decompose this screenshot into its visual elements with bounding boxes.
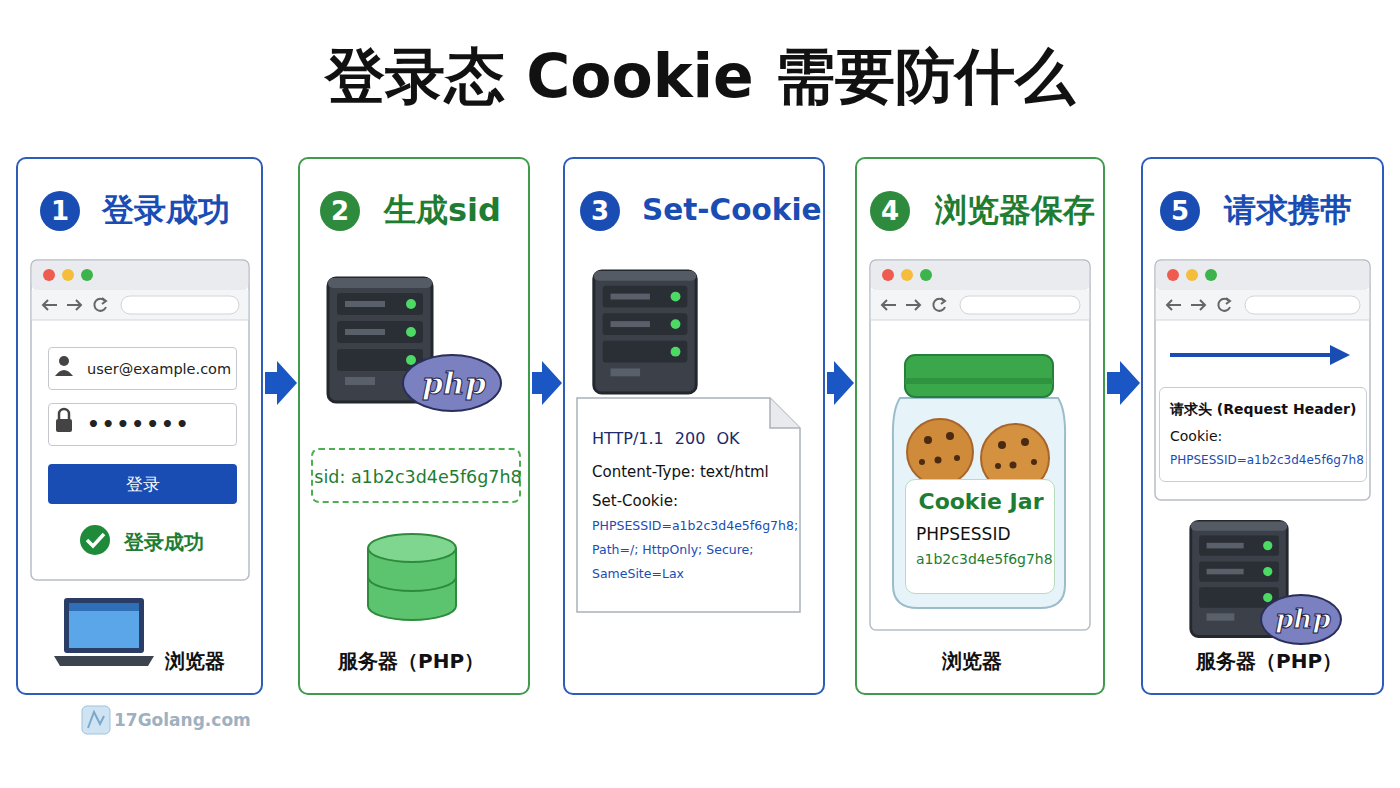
input-field: ••••••• bbox=[48, 403, 237, 446]
login-button: 登录 bbox=[48, 464, 237, 504]
header-line: Content-Type: text/html bbox=[592, 462, 797, 482]
header-title: 请求头 (Request Header) bbox=[1170, 399, 1364, 419]
input-field: user@example.com bbox=[48, 347, 237, 390]
device-label: 服务器（PHP） bbox=[338, 646, 518, 676]
step-number: 2 bbox=[320, 191, 360, 231]
php-badge: php bbox=[402, 354, 502, 412]
button-text: 登录 bbox=[48, 473, 237, 495]
field-text: ••••••• bbox=[87, 411, 234, 437]
device-label: 浏览器 bbox=[942, 646, 1037, 676]
step-panel: 5 请求携带服务器（PHP） 请求头 (Request Header) Cookie:… bbox=[1141, 157, 1384, 695]
step-panel: 2 生成sid 服务器（PHP） php sid: a1b2c3d4e5f6g7h8 bbox=[298, 157, 530, 695]
cookie-value: PHPSESSID=a1b2c3d4e5f6g7h8 bbox=[1170, 450, 1364, 470]
sid-text: sid: a1b2c3d4e5f6g7h8 bbox=[313, 465, 523, 489]
cookie-value: PHPSESSID=a1b2c3d4e5f6g7h8; Path=/; Http… bbox=[592, 514, 798, 586]
flow-arrow bbox=[827, 361, 854, 405]
php-text: php bbox=[404, 364, 504, 404]
watermark: 17Golang.com bbox=[114, 708, 274, 732]
php-text: php bbox=[1262, 601, 1344, 637]
flow-arrow bbox=[265, 361, 297, 405]
flow-arrow bbox=[532, 361, 562, 405]
step-heading: 生成sid bbox=[384, 188, 528, 232]
step-number: 1 bbox=[40, 191, 80, 231]
step-panel: 4 浏览器保存浏览器 Cookie JarPHPSESSID a1b2c3d4e5f6… bbox=[855, 157, 1105, 695]
jar-title: Cookie Jar bbox=[906, 488, 1056, 516]
diagram-title: 登录态 Cookie 需要防什么 bbox=[0, 38, 1400, 114]
step-number: 3 bbox=[580, 191, 620, 231]
flow-arrow bbox=[1107, 361, 1140, 405]
header-line: Cookie: bbox=[1170, 426, 1364, 446]
step-panel: 3 Set-CookieHTTP/1.1 200 OK Content-Type: … bbox=[563, 157, 825, 695]
cookie-value: a1b2c3d4e5f6g7h8 bbox=[916, 548, 1054, 570]
status-line: HTTP/1.1 200 OK bbox=[592, 428, 767, 450]
step-heading: 登录成功 bbox=[102, 188, 260, 232]
success-text: 登录成功 bbox=[124, 527, 259, 557]
step-heading: Set-Cookie bbox=[642, 188, 822, 232]
step-heading: 浏览器保存 bbox=[935, 188, 1103, 232]
sid-box: sid: a1b2c3d4e5f6g7h8 bbox=[311, 448, 521, 503]
php-badge: php bbox=[1260, 594, 1342, 645]
cookie-name: PHPSESSID bbox=[916, 523, 1052, 545]
jar-label: Cookie JarPHPSESSID a1b2c3d4e5f6g7h8 bbox=[905, 479, 1055, 594]
device-label: 服务器（PHP） bbox=[1196, 646, 1378, 676]
step-panel: 1登录成功登录成功浏览器user@example.com•••••••登录 bbox=[16, 157, 263, 695]
step-heading: 请求携带 bbox=[1224, 188, 1380, 232]
step-number: 5 bbox=[1160, 191, 1200, 231]
request-header: 请求头 (Request Header) Cookie: PHPSESSID=a1b… bbox=[1159, 387, 1367, 482]
header-line: Set-Cookie: bbox=[592, 491, 797, 511]
http-response: HTTP/1.1 200 OK Content-Type: text/htmlSe… bbox=[579, 400, 802, 614]
device-label: 浏览器 bbox=[165, 646, 260, 676]
field-text: user@example.com bbox=[87, 359, 234, 379]
step-number: 4 bbox=[870, 191, 910, 231]
